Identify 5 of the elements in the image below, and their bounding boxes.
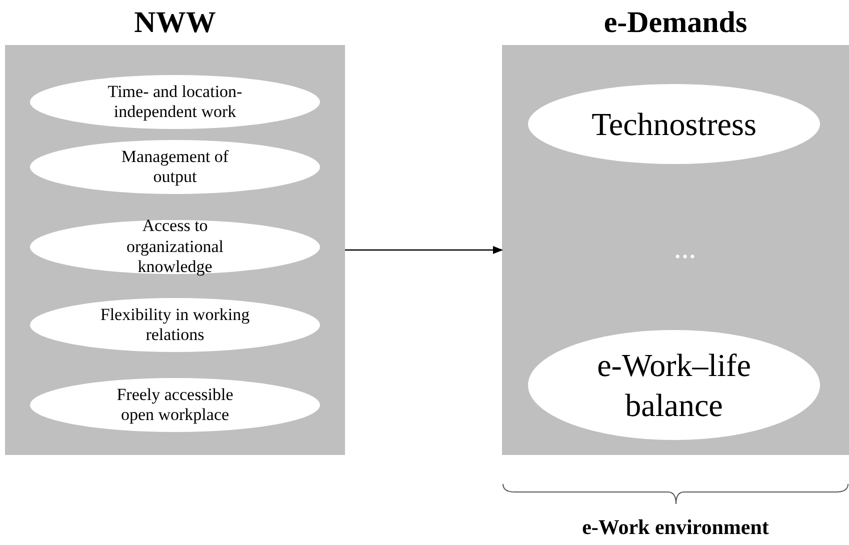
panel-title: NWW xyxy=(133,6,217,40)
ellipsis-text: … xyxy=(673,238,697,264)
bracket-label: e-Work environment xyxy=(581,515,770,540)
panel-title: e-Demands xyxy=(602,6,748,40)
arrow xyxy=(345,246,503,254)
